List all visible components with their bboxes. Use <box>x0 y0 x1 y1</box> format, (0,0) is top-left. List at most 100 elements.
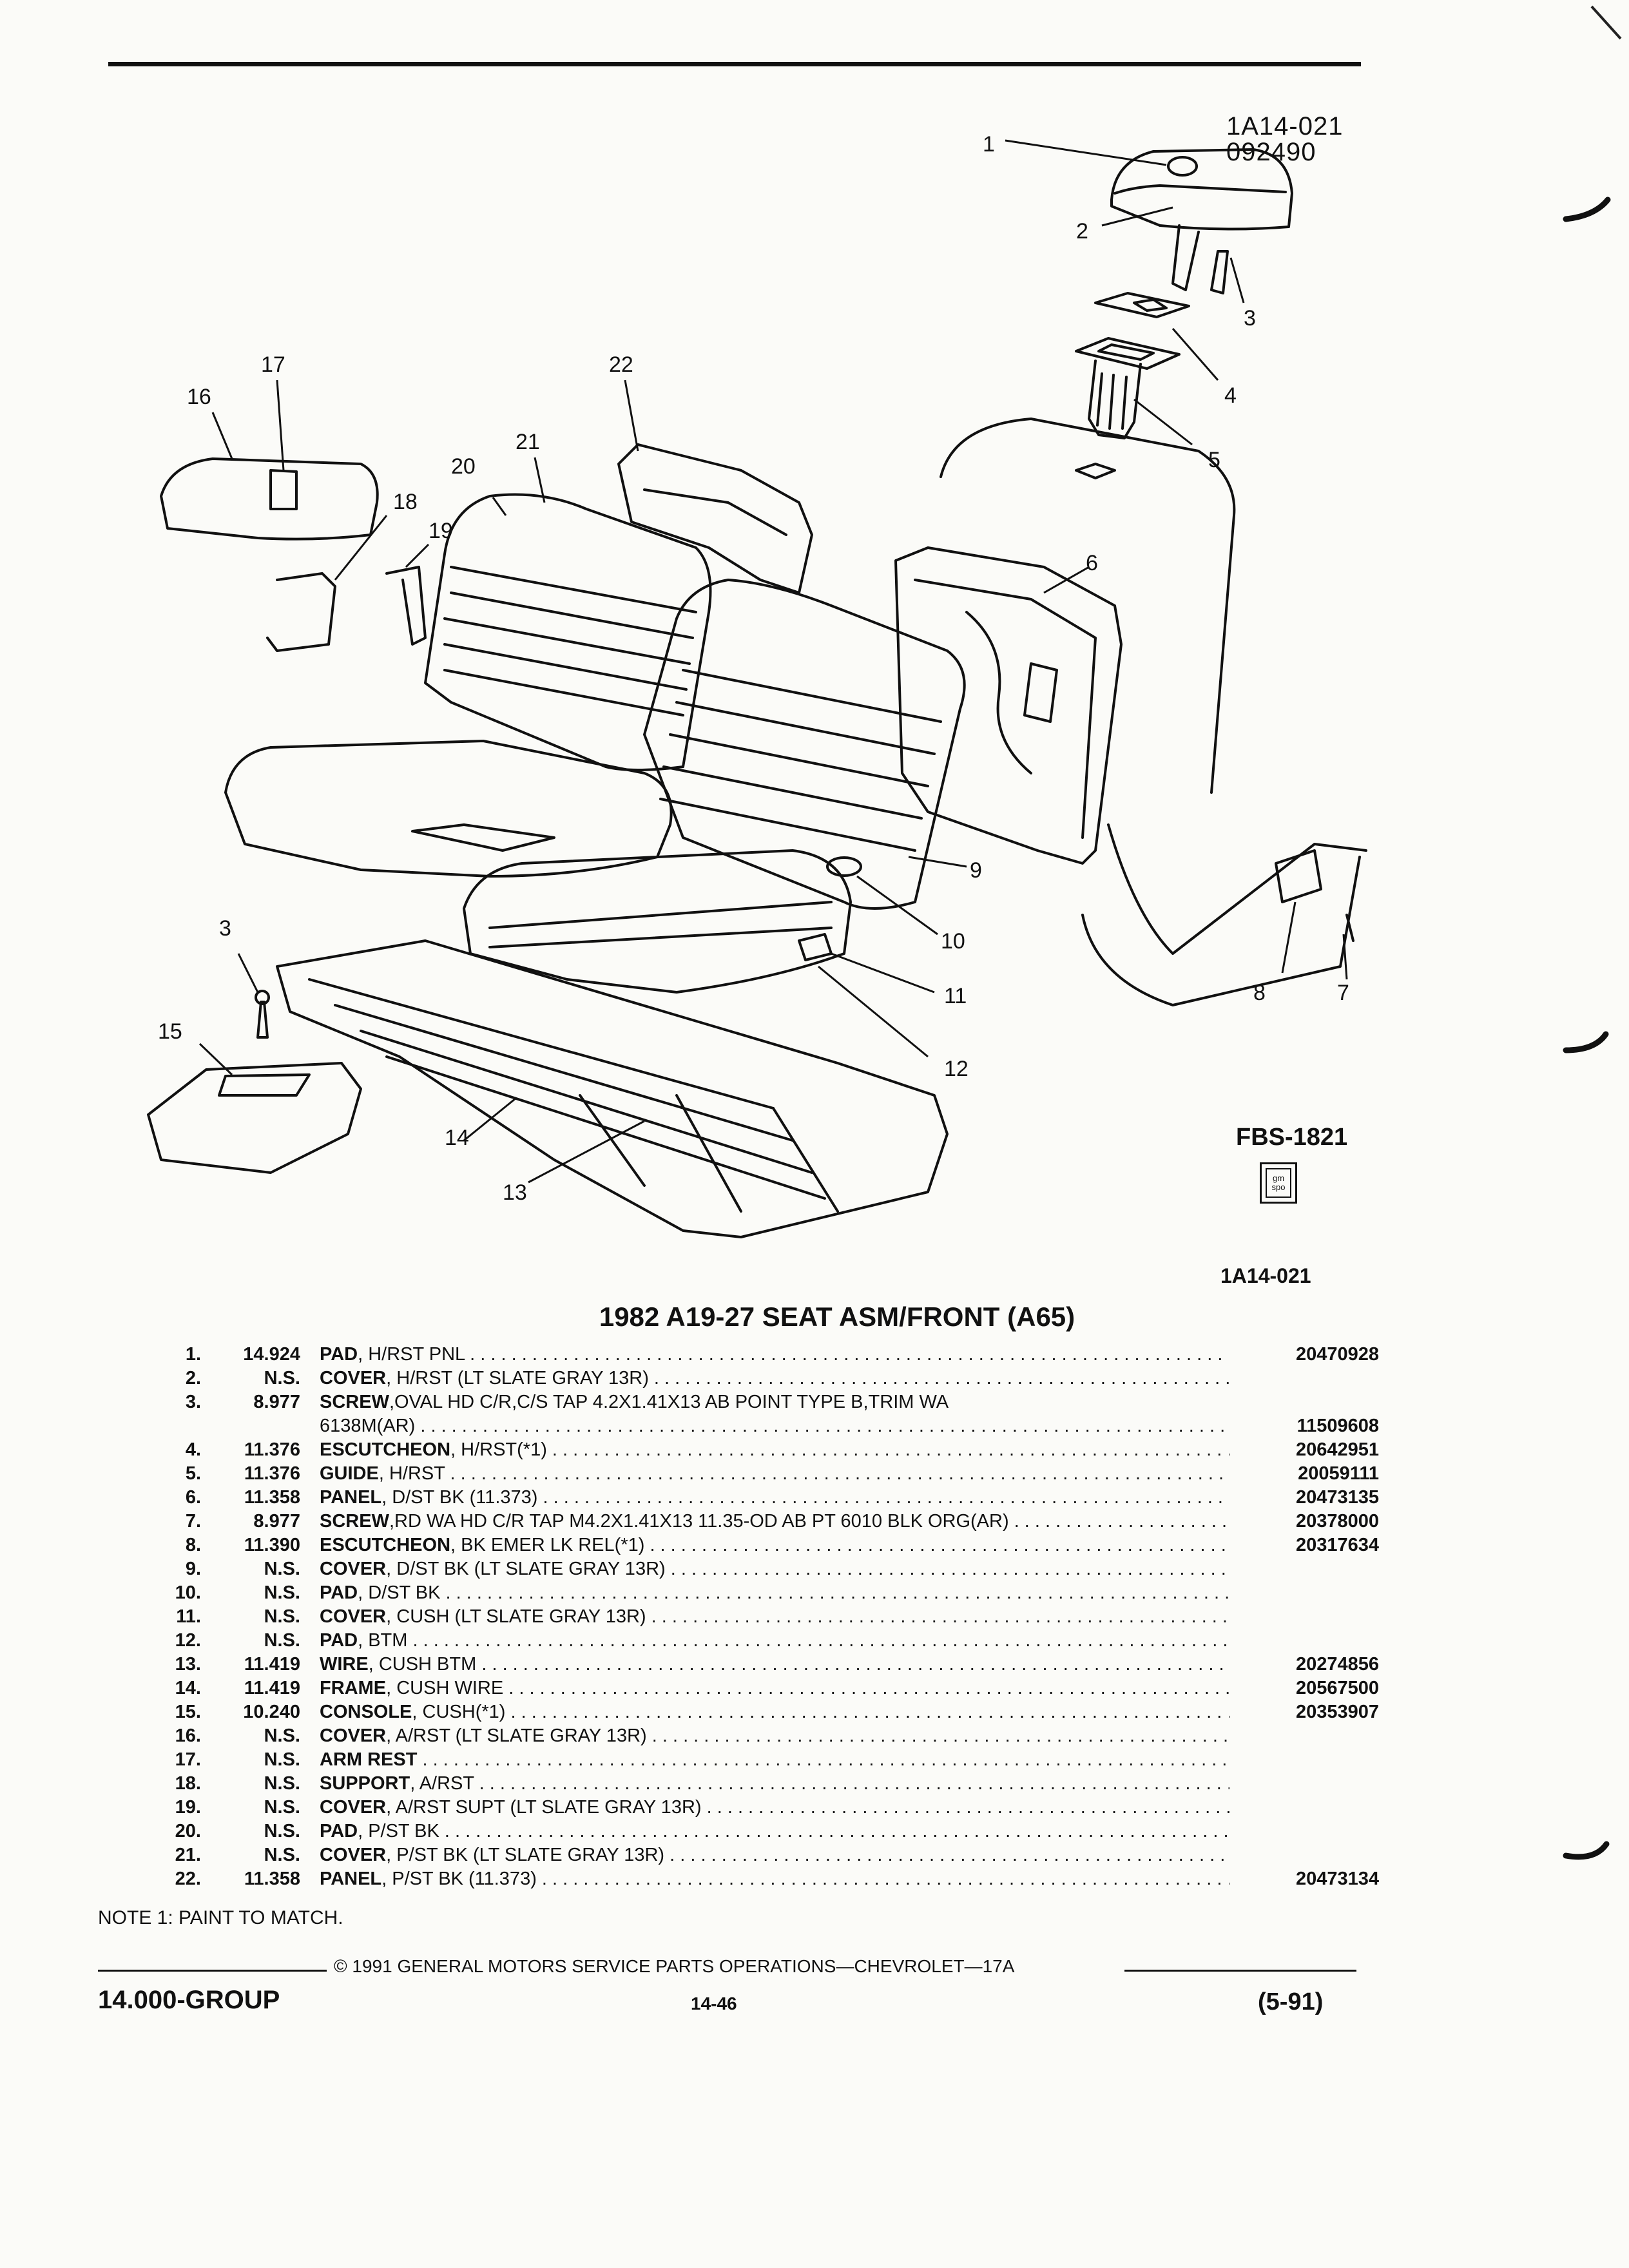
group-number: N.S. <box>264 1773 300 1794</box>
item-name: COVER <box>320 1559 387 1579</box>
item-description: FRAME, CUSH WIRE <box>320 1677 1229 1700</box>
callout-20: 20 <box>451 454 476 479</box>
parts-row: 11.N.S.COVER, CUSH (LT SLATE GRAY 13R) <box>142 1605 1379 1629</box>
item-detail: , P/ST BK (LT SLATE GRAY 13R) <box>386 1845 665 1865</box>
callout-9: 9 <box>970 858 982 883</box>
parts-row: 9.N.S.COVER, D/ST BK (LT SLATE GRAY 13R) <box>142 1557 1379 1581</box>
item-detail: ,OVAL HD C/R,C/S TAP 4.2X1.41X13 AB POIN… <box>389 1392 949 1412</box>
item-number: 14. <box>175 1678 201 1698</box>
item-number: 15. <box>175 1702 201 1722</box>
item-number: 4. <box>185 1439 201 1460</box>
part-number: 11509608 <box>1296 1416 1379 1436</box>
item-description: PAD, H/RST PNL <box>320 1343 1229 1367</box>
item-description: SCREW,OVAL HD C/R,C/S TAP 4.2X1.41X13 AB… <box>320 1390 1229 1438</box>
item-detail: , P/ST BK <box>358 1821 439 1841</box>
driver-backrest <box>643 579 966 910</box>
callout-2: 2 <box>1076 219 1088 244</box>
item-name: SCREW <box>320 1511 389 1532</box>
part-number: 20470928 <box>1295 1344 1379 1365</box>
part-number: 20642951 <box>1295 1439 1379 1460</box>
group-number: 11.358 <box>244 1869 300 1889</box>
group-number: N.S. <box>264 1749 300 1770</box>
callout-8: 8 <box>1253 981 1266 1005</box>
parts-row: 2.N.S.COVER, H/RST (LT SLATE GRAY 13R) <box>142 1367 1379 1390</box>
item-name: WIRE <box>320 1654 369 1675</box>
item-number: 8. <box>185 1535 201 1555</box>
callout-3b: 3 <box>219 916 231 941</box>
group-number: N.S. <box>264 1630 300 1651</box>
item-description: COVER, A/RST SUPT (LT SLATE GRAY 13R) <box>320 1796 1229 1820</box>
note: NOTE 1: PAINT TO MATCH. <box>98 1907 343 1928</box>
item-name: ESCUTCHEON <box>320 1535 451 1555</box>
group-number: 8.977 <box>253 1392 300 1412</box>
item-number: 19. <box>175 1797 201 1818</box>
item-description: ARM REST <box>320 1748 1229 1772</box>
item-name: ESCUTCHEON <box>320 1439 451 1460</box>
page-title: 1982 A19-27 SEAT ASM/FRONT (A65) <box>599 1302 1075 1332</box>
item-description: PAD, BTM <box>320 1629 1229 1653</box>
wire-frame <box>276 939 949 1238</box>
item-name: COVER <box>320 1368 387 1389</box>
callout-14: 14 <box>445 1126 469 1150</box>
callout-18: 18 <box>393 490 418 514</box>
seat-cushion <box>224 740 673 878</box>
item-name: SUPPORT <box>320 1773 410 1794</box>
item-number: 9. <box>185 1559 201 1579</box>
item-description: ESCUTCHEON, BK EMER LK REL(*1) <box>320 1533 1229 1557</box>
item-detail: , D/ST BK (11.373) <box>381 1487 538 1508</box>
parts-row: 21.N.S.COVER, P/ST BK (LT SLATE GRAY 13R… <box>142 1843 1379 1867</box>
item-name: PAD <box>320 1630 358 1651</box>
callout-19: 19 <box>429 519 453 543</box>
item-number: 16. <box>175 1725 201 1746</box>
item-number: 6. <box>185 1487 201 1508</box>
item-name: PANEL <box>320 1487 382 1508</box>
armrest <box>160 457 379 541</box>
group-number: 11.390 <box>244 1535 300 1555</box>
item-description: PAD, P/ST BK <box>320 1820 1229 1843</box>
group-number: N.S. <box>264 1368 300 1389</box>
item-detail: , P/ST BK (11.373) <box>381 1869 537 1889</box>
gm-spo-logo-icon: gm spo <box>1260 1162 1297 1204</box>
group-number: N.S. <box>264 1582 300 1603</box>
parts-row: 18.N.S.SUPPORT, A/RST <box>142 1772 1379 1796</box>
parts-row: 17.N.S.ARM REST <box>142 1748 1379 1772</box>
item-name: PANEL <box>320 1869 382 1889</box>
item-detail: , A/RST <box>410 1773 474 1794</box>
seat-exploded-diagram: 1 2 3 4 5 6 7 8 9 10 11 12 13 14 15 16 1… <box>147 132 1367 1238</box>
group-number: N.S. <box>264 1606 300 1627</box>
item-name: ARM REST <box>320 1749 418 1770</box>
group-number: 11.419 <box>244 1678 300 1698</box>
item-description: PANEL, D/ST BK (11.373) <box>320 1486 1229 1510</box>
item-name: COVER <box>320 1725 387 1746</box>
item-detail: , CUSH (LT SLATE GRAY 13R) <box>386 1606 646 1627</box>
callout-1: 1 <box>983 132 995 157</box>
item-description: WIRE, CUSH BTM <box>320 1653 1229 1677</box>
callout-12: 12 <box>944 1057 969 1081</box>
parts-row: 19.N.S.COVER, A/RST SUPT (LT SLATE GRAY … <box>142 1796 1379 1820</box>
group-number: 11.376 <box>244 1463 300 1484</box>
item-name: COVER <box>320 1797 387 1818</box>
callout-3: 3 <box>1244 306 1256 331</box>
passenger-backrest <box>424 493 712 771</box>
callout-5: 5 <box>1208 448 1220 472</box>
item-name: PAD <box>320 1582 358 1603</box>
part-number: 20473135 <box>1295 1487 1379 1508</box>
callout-7: 7 <box>1337 981 1349 1005</box>
revision-date: (5-91) <box>1258 1988 1324 2015</box>
item-name: COVER <box>320 1606 387 1627</box>
cushion-front <box>463 849 852 994</box>
callout-17: 17 <box>261 352 285 377</box>
item-description: COVER, D/ST BK (LT SLATE GRAY 13R) <box>320 1557 1229 1581</box>
callout-6: 6 <box>1086 551 1098 575</box>
headrest-pad <box>1110 148 1293 231</box>
item-detail-2: 6138M(AR) <box>320 1416 416 1436</box>
item-detail: , H/RST PNL <box>358 1344 465 1365</box>
item-number: 22. <box>175 1869 201 1889</box>
item-detail: , A/RST SUPT (LT SLATE GRAY 13R) <box>386 1797 702 1818</box>
parts-row: 12.N.S.PAD, BTM <box>142 1629 1379 1653</box>
